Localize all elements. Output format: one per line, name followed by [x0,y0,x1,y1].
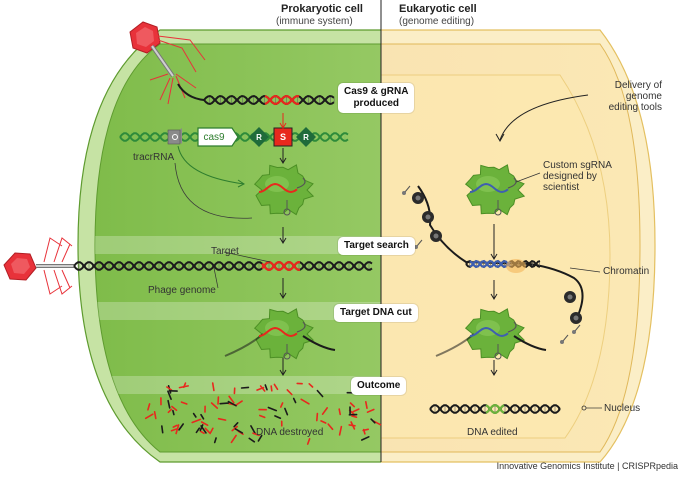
custom-sgrna-label: Custom sgRNA designed by scientist [543,160,612,193]
prokaryotic-title: Prokaryotic cell [281,3,363,15]
dna-destroyed-label: DNA destroyed [256,427,324,438]
prokaryotic-subtitle: (immune system) [276,16,353,27]
cas9-protein-cut [224,308,336,360]
delivery-line2: genome [625,91,662,102]
stage-outcome: Outcome [351,377,407,395]
stage-target-cut: Target DNA cut [334,304,418,322]
cas9-gene: cas9 [197,127,239,147]
tracr-arrow [177,145,245,185]
repeat-1: R [249,127,269,147]
delivery-arrow [499,94,589,141]
cas9-gene-label: cas9 [203,132,225,143]
chromatin [402,185,584,344]
outcome-band [95,376,381,394]
stage-produced-line2: produced [353,98,400,109]
tracr-label-arrow [174,162,253,219]
custom-line3: scientist [543,182,580,193]
delivery-label: Delivery of genome editing tools [600,80,662,113]
spacer-label: S [280,132,286,142]
prokaryotic-cytoplasm [94,43,381,453]
delivery-line1: Delivery of [614,80,662,91]
cas9-protein-sgrna [464,164,526,216]
tracrrna-label: tracrRNA [133,152,175,163]
eukaryotic-subtitle: (genome editing) [399,16,475,27]
dna-fragments [144,382,382,445]
stage-target-search: Target search [338,237,415,255]
repeat-2: R [296,127,316,147]
credit-line: Innovative Genomics Institute | CRISPRpe… [496,461,678,471]
spacer: S [273,127,293,147]
repeat-1-label: R [256,133,262,142]
target-search-band [95,236,381,254]
stage-produced-line1: Cas9 & gRNA [344,86,409,97]
phage-genome-dna [73,261,373,271]
phage-dna-injected [177,83,335,106]
chromatin-label: Chromatin [603,266,650,277]
repeat-2-label: R [303,133,309,142]
dna-edited-label: DNA edited [467,427,518,438]
target-cut-band [95,302,381,320]
target-label: Target [211,246,239,257]
phage-genome-label: Phage genome [148,285,216,296]
edited-dna [429,404,561,414]
cas9-protein-edit [435,308,547,360]
cas9-protein-produced [253,164,315,216]
nucleus-label: Nucleus [604,403,641,414]
phage-top [129,21,206,105]
stage-cas9-produced: Cas9 & gRNA produced [338,83,415,113]
eukaryotic-title: Eukaryotic cell [399,3,477,15]
delivery-line3: editing tools [608,102,662,113]
custom-line2: designed by [543,171,597,182]
phage-left [3,237,74,295]
custom-line1: Custom sgRNA [543,160,612,171]
tracrrna-gene [167,128,182,145]
